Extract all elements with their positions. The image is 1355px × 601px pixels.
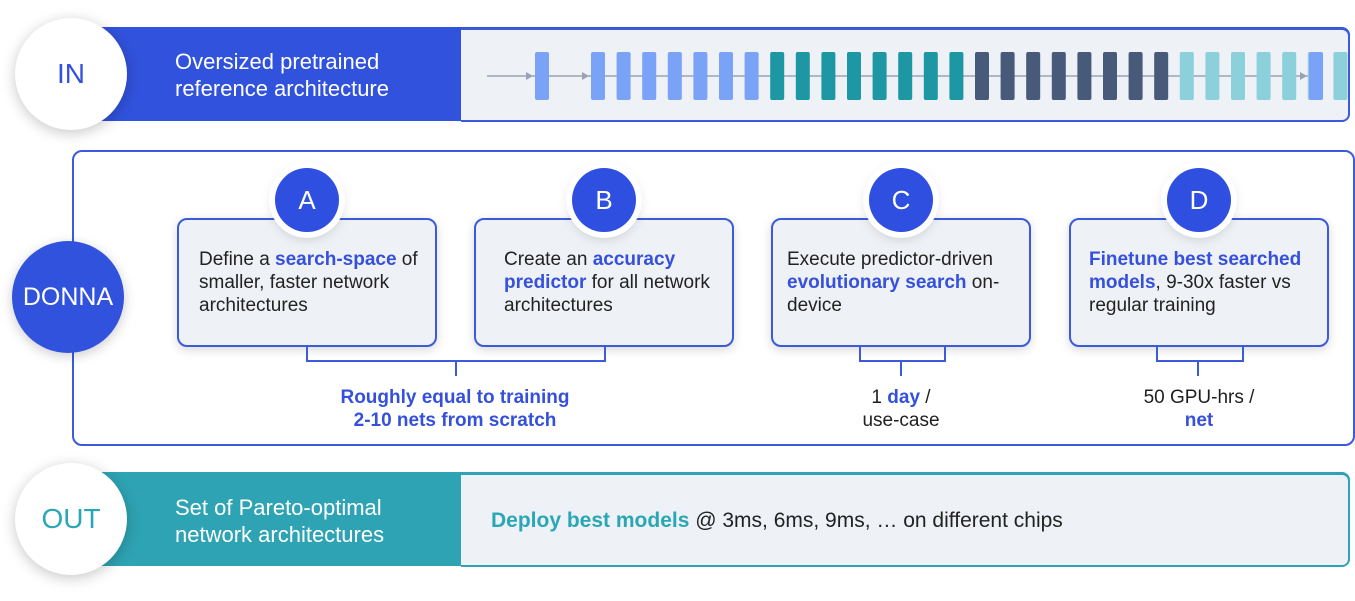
layer-block	[1128, 52, 1143, 100]
layer-block	[770, 52, 785, 100]
layer-block	[719, 52, 733, 100]
layer-block	[1309, 52, 1323, 100]
in-circle: IN	[15, 18, 127, 130]
step-c-box: Execute predictor-driven evolutionary se…	[771, 218, 1031, 347]
bracket-c	[859, 346, 946, 362]
step-d-text: Finetune best searched models, 9-30x fas…	[1089, 248, 1315, 317]
arrowhead-icon	[1300, 72, 1307, 80]
step-text-part: on-device	[787, 272, 1000, 316]
step-d-box: Finetune best searched models, 9-30x fas…	[1069, 218, 1329, 347]
step-a-badge: A	[275, 168, 339, 232]
donna-circle: DONNA	[12, 241, 124, 353]
layer-block	[642, 52, 657, 100]
step-c-text: Execute predictor-driven evolutionary se…	[787, 248, 1017, 317]
in-title: Oversized pretrained reference architect…	[175, 49, 389, 101]
architecture-layers-diagram	[487, 52, 1348, 100]
arrowhead-icon	[526, 72, 533, 80]
layer-block	[1026, 52, 1041, 100]
layer-block	[847, 52, 861, 100]
step-text-part: Create an	[504, 249, 593, 270]
layer-block	[923, 52, 938, 100]
step-b-box: Create an accuracy predictor for all net…	[474, 218, 734, 347]
note-ab: Roughly equal to training 2-10 nets from…	[340, 387, 570, 431]
bracket-d-stem	[1197, 361, 1199, 376]
deploy-text: Deploy best models @ 3ms, 6ms, 9ms, … on…	[491, 509, 1063, 532]
in-circle-label: IN	[57, 58, 85, 89]
layer-block	[1282, 52, 1297, 100]
step-text-part: Define a	[199, 249, 276, 270]
step-text-part: for all network architectures	[504, 272, 710, 316]
layer-block	[1231, 52, 1245, 100]
layer-block	[1179, 52, 1194, 100]
bracket-ab-stem	[455, 361, 457, 376]
layer-block	[744, 52, 759, 100]
layer-block	[1256, 52, 1271, 100]
layer-block	[872, 52, 887, 100]
layer-block	[1077, 52, 1092, 100]
note-d: 50 GPU-hrs / net	[1143, 387, 1255, 431]
layer-block	[975, 52, 989, 100]
layer-block	[693, 52, 708, 100]
layer-block	[591, 52, 605, 100]
layer-block	[898, 52, 913, 100]
step-a-box: Define a search-space of smaller, faster…	[177, 218, 437, 347]
step-text-part: Finetune best searched models	[1089, 249, 1302, 293]
step-text-part: accuracy predictor	[504, 249, 676, 293]
step-text-part: Execute predictor-driven	[787, 249, 993, 270]
layer-block	[616, 52, 631, 100]
out-circle: OUT	[15, 463, 127, 575]
step-text-part: , 9-30x faster vs regular training	[1089, 272, 1291, 316]
layer-block	[1333, 52, 1348, 100]
step-b-badge: B	[572, 168, 636, 232]
note-c: 1 day / use-case	[862, 387, 940, 431]
step-text-part: of smaller, faster network architectures	[199, 249, 418, 316]
bracket-d	[1156, 346, 1244, 362]
out-deploy-panel: Deploy best models @ 3ms, 6ms, 9ms, … on…	[461, 473, 1350, 567]
step-c-badge: C	[869, 168, 933, 232]
bracket-ab	[306, 346, 606, 362]
out-circle-label: OUT	[41, 503, 101, 534]
in-architecture-panel	[461, 28, 1350, 122]
layer-block	[795, 52, 810, 100]
layer-block	[1103, 52, 1117, 100]
step-text-part: search-space	[275, 249, 397, 270]
layer-block	[949, 52, 964, 100]
arrowhead-icon	[582, 72, 589, 80]
layer-block	[535, 52, 549, 100]
step-b-text: Create an accuracy predictor for all net…	[504, 248, 720, 317]
layer-block	[821, 52, 836, 100]
layer-block	[667, 52, 682, 100]
step-text-part: evolutionary search	[787, 272, 967, 293]
layer-block	[1205, 52, 1220, 100]
out-title: Set of Pareto-optimal network architectu…	[175, 495, 385, 547]
donna-circle-label: DONNA	[22, 282, 114, 311]
bracket-c-stem	[900, 361, 902, 376]
layer-block	[1051, 52, 1066, 100]
layer-block	[1000, 52, 1015, 100]
step-a-text: Define a search-space of smaller, faster…	[199, 248, 423, 317]
layer-block	[1154, 52, 1169, 100]
step-d-badge: D	[1167, 168, 1231, 232]
